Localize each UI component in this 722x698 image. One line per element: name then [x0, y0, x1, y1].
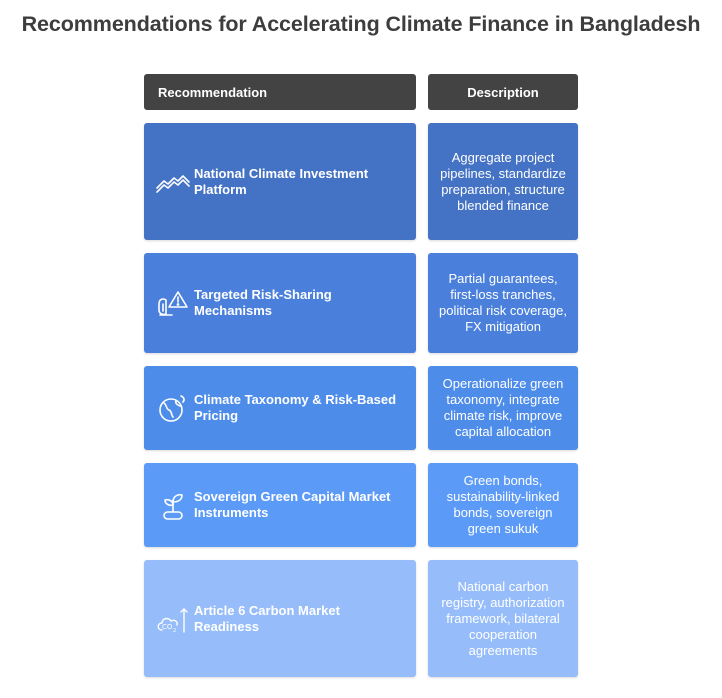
recommendation-cell: Climate Taxonomy & Risk-Based Pricing — [144, 366, 416, 450]
recommendation-cell: Sovereign Green Capital Market Instrumen… — [144, 463, 416, 547]
globe-icon — [154, 389, 192, 427]
description-text: Partial guarantees, first-loss tranches,… — [439, 271, 567, 334]
recommendation-cell: National Climate Investment Platform — [144, 123, 416, 240]
recommendation-label: Targeted Risk-Sharing Mechanisms — [194, 287, 332, 318]
header-description: Description — [428, 74, 578, 110]
svg-text:2: 2 — [173, 628, 176, 634]
co2-icon: CO 2 — [154, 600, 192, 638]
description-text: Aggregate project pipelines, standardize… — [440, 149, 566, 213]
description-cell: Operationalize green taxonomy, integrate… — [428, 366, 578, 450]
recommendation-cell: Targeted Risk-Sharing Mechanisms — [144, 253, 416, 353]
recommendation-label: Sovereign Green Capital Market Instrumen… — [194, 489, 391, 520]
svg-text:CO: CO — [162, 623, 173, 631]
header-recommendation: Recommendation — [144, 74, 416, 110]
recommendation-label: Article 6 Carbon Market Readiness — [194, 602, 340, 634]
sprout-icon — [154, 486, 192, 524]
handshake-icon — [154, 163, 192, 201]
description-text: Operationalize green taxonomy, integrate… — [442, 376, 564, 439]
recommendation-label: Climate Taxonomy & Risk-Based Pricing — [194, 392, 397, 423]
recommendation-label: National Climate Investment Platform — [194, 165, 369, 197]
description-cell: Aggregate project pipelines, standardize… — [428, 123, 578, 240]
risk-shield-icon — [154, 284, 192, 322]
description-cell: National carbon registry, authorization … — [428, 560, 578, 677]
description-cell: Green bonds, sustainability-linked bonds… — [428, 463, 578, 547]
description-cell: Partial guarantees, first-loss tranches,… — [428, 253, 578, 353]
recommendation-cell: CO 2 Article 6 Carbon Market Readiness — [144, 560, 416, 677]
description-text: Green bonds, sustainability-linked bonds… — [446, 473, 560, 536]
description-text: National carbon registry, authorization … — [441, 578, 565, 658]
page-title: Recommendations for Accelerating Climate… — [21, 12, 701, 36]
